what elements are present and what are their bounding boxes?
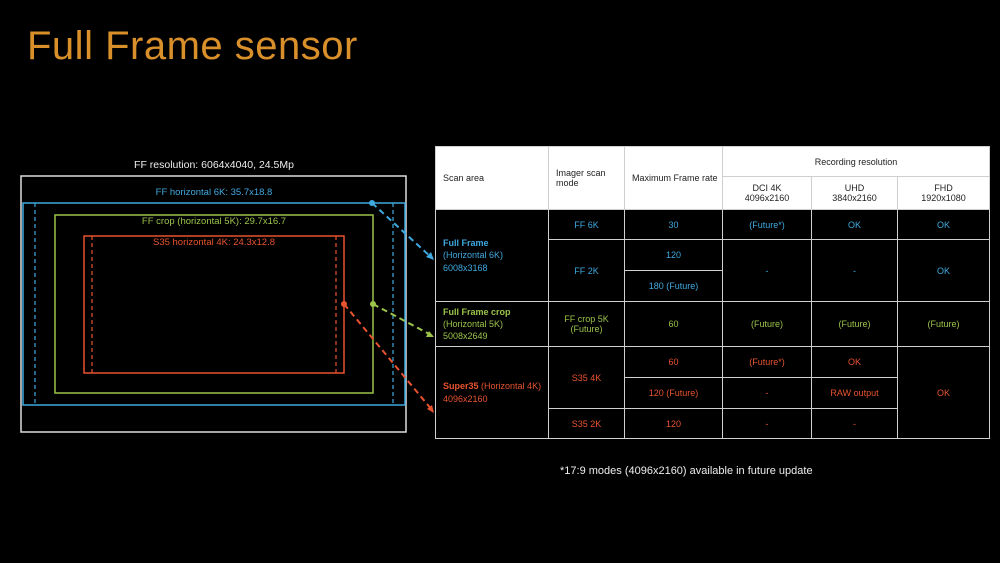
cell: FF crop 5K (Future) (548, 301, 625, 347)
cell: 120 (Future) (624, 377, 723, 409)
scan-area-full-frame: Full Frame(Horizontal 6K)6008x3168 (435, 209, 549, 302)
s35-label: S35 horizontal 4K: 24.3x12.8 (152, 237, 275, 248)
table-row: Full Frame crop(Horizontal 5K)5008x2649 … (435, 301, 990, 347)
cell: 120 (624, 408, 723, 439)
sensor-diagram (20, 175, 434, 433)
cell: OK (897, 239, 990, 302)
table-row: S35 2K 120 - - (436, 408, 990, 439)
cell: S35 4K (548, 346, 625, 409)
cell: FF 6K (548, 209, 625, 240)
cell: FF 2K (548, 239, 625, 302)
cell: (Future) (722, 301, 812, 347)
cell: OK (811, 209, 898, 240)
header-scan-area: Scan area (435, 146, 549, 210)
cell: 180 (Future) (624, 270, 723, 302)
cell: OK (811, 346, 898, 378)
cell: - (811, 239, 898, 302)
scan-area-super35: Super35 (Horizontal 4K)4096x2160 (435, 346, 549, 439)
cell: 60 (624, 301, 723, 347)
cell: 30 (624, 209, 723, 240)
ff6k-label: FF horizontal 6K: 35.7x18.8 (155, 187, 273, 198)
s35-area (83, 235, 345, 374)
cell: OK (897, 209, 990, 240)
cell: (Future*) (722, 209, 812, 240)
cell: (Future) (897, 301, 990, 347)
cell: 60 (624, 346, 723, 378)
cell: (Future) (811, 301, 898, 347)
table-row: Super35 (Horizontal 4K)4096x2160 S35 4K … (435, 346, 990, 439)
cell: (Future*) (722, 346, 812, 378)
scan-area-ff-crop: Full Frame crop(Horizontal 5K)5008x2649 (435, 301, 549, 347)
ffcrop-label: FF crop (horizontal 5K): 29.7x16.7 (141, 216, 287, 227)
cell: - (722, 377, 812, 409)
ff-sensor-outline (20, 175, 407, 433)
ff6k-area (22, 202, 406, 406)
scan-mode-table: Scan area Imager scan mode Maximum Frame… (435, 146, 990, 439)
s35-pointer-arrow (343, 303, 433, 411)
header-max-fps: Maximum Frame rate (624, 146, 723, 210)
ffcrop-pointer-arrow (372, 303, 432, 336)
slide-title: Full Frame sensor (27, 24, 358, 68)
header-scan-mode: Imager scan mode (548, 146, 625, 210)
table-row: Full Frame(Horizontal 6K)6008x3168 FF 6K… (435, 209, 990, 302)
cell: - (722, 408, 812, 439)
ff6k-pointer-arrow (371, 202, 433, 259)
footnote: *17:9 modes (4096x2160) available in fut… (560, 465, 813, 477)
header-recording-resolution: Recording resolution (722, 146, 990, 177)
cell: - (722, 239, 812, 302)
table-row: FF 2K 120 - - OK (436, 239, 990, 302)
cell: OK (897, 346, 990, 439)
table-row: 120 (Future) - RAW output (436, 377, 990, 409)
cell: S35 2K (548, 408, 625, 439)
cell: RAW output (811, 377, 898, 409)
cell: - (811, 408, 898, 439)
cell: 120 (624, 239, 723, 271)
ff-resolution-caption: FF resolution: 6064x4040, 24.5Mp (134, 159, 294, 171)
